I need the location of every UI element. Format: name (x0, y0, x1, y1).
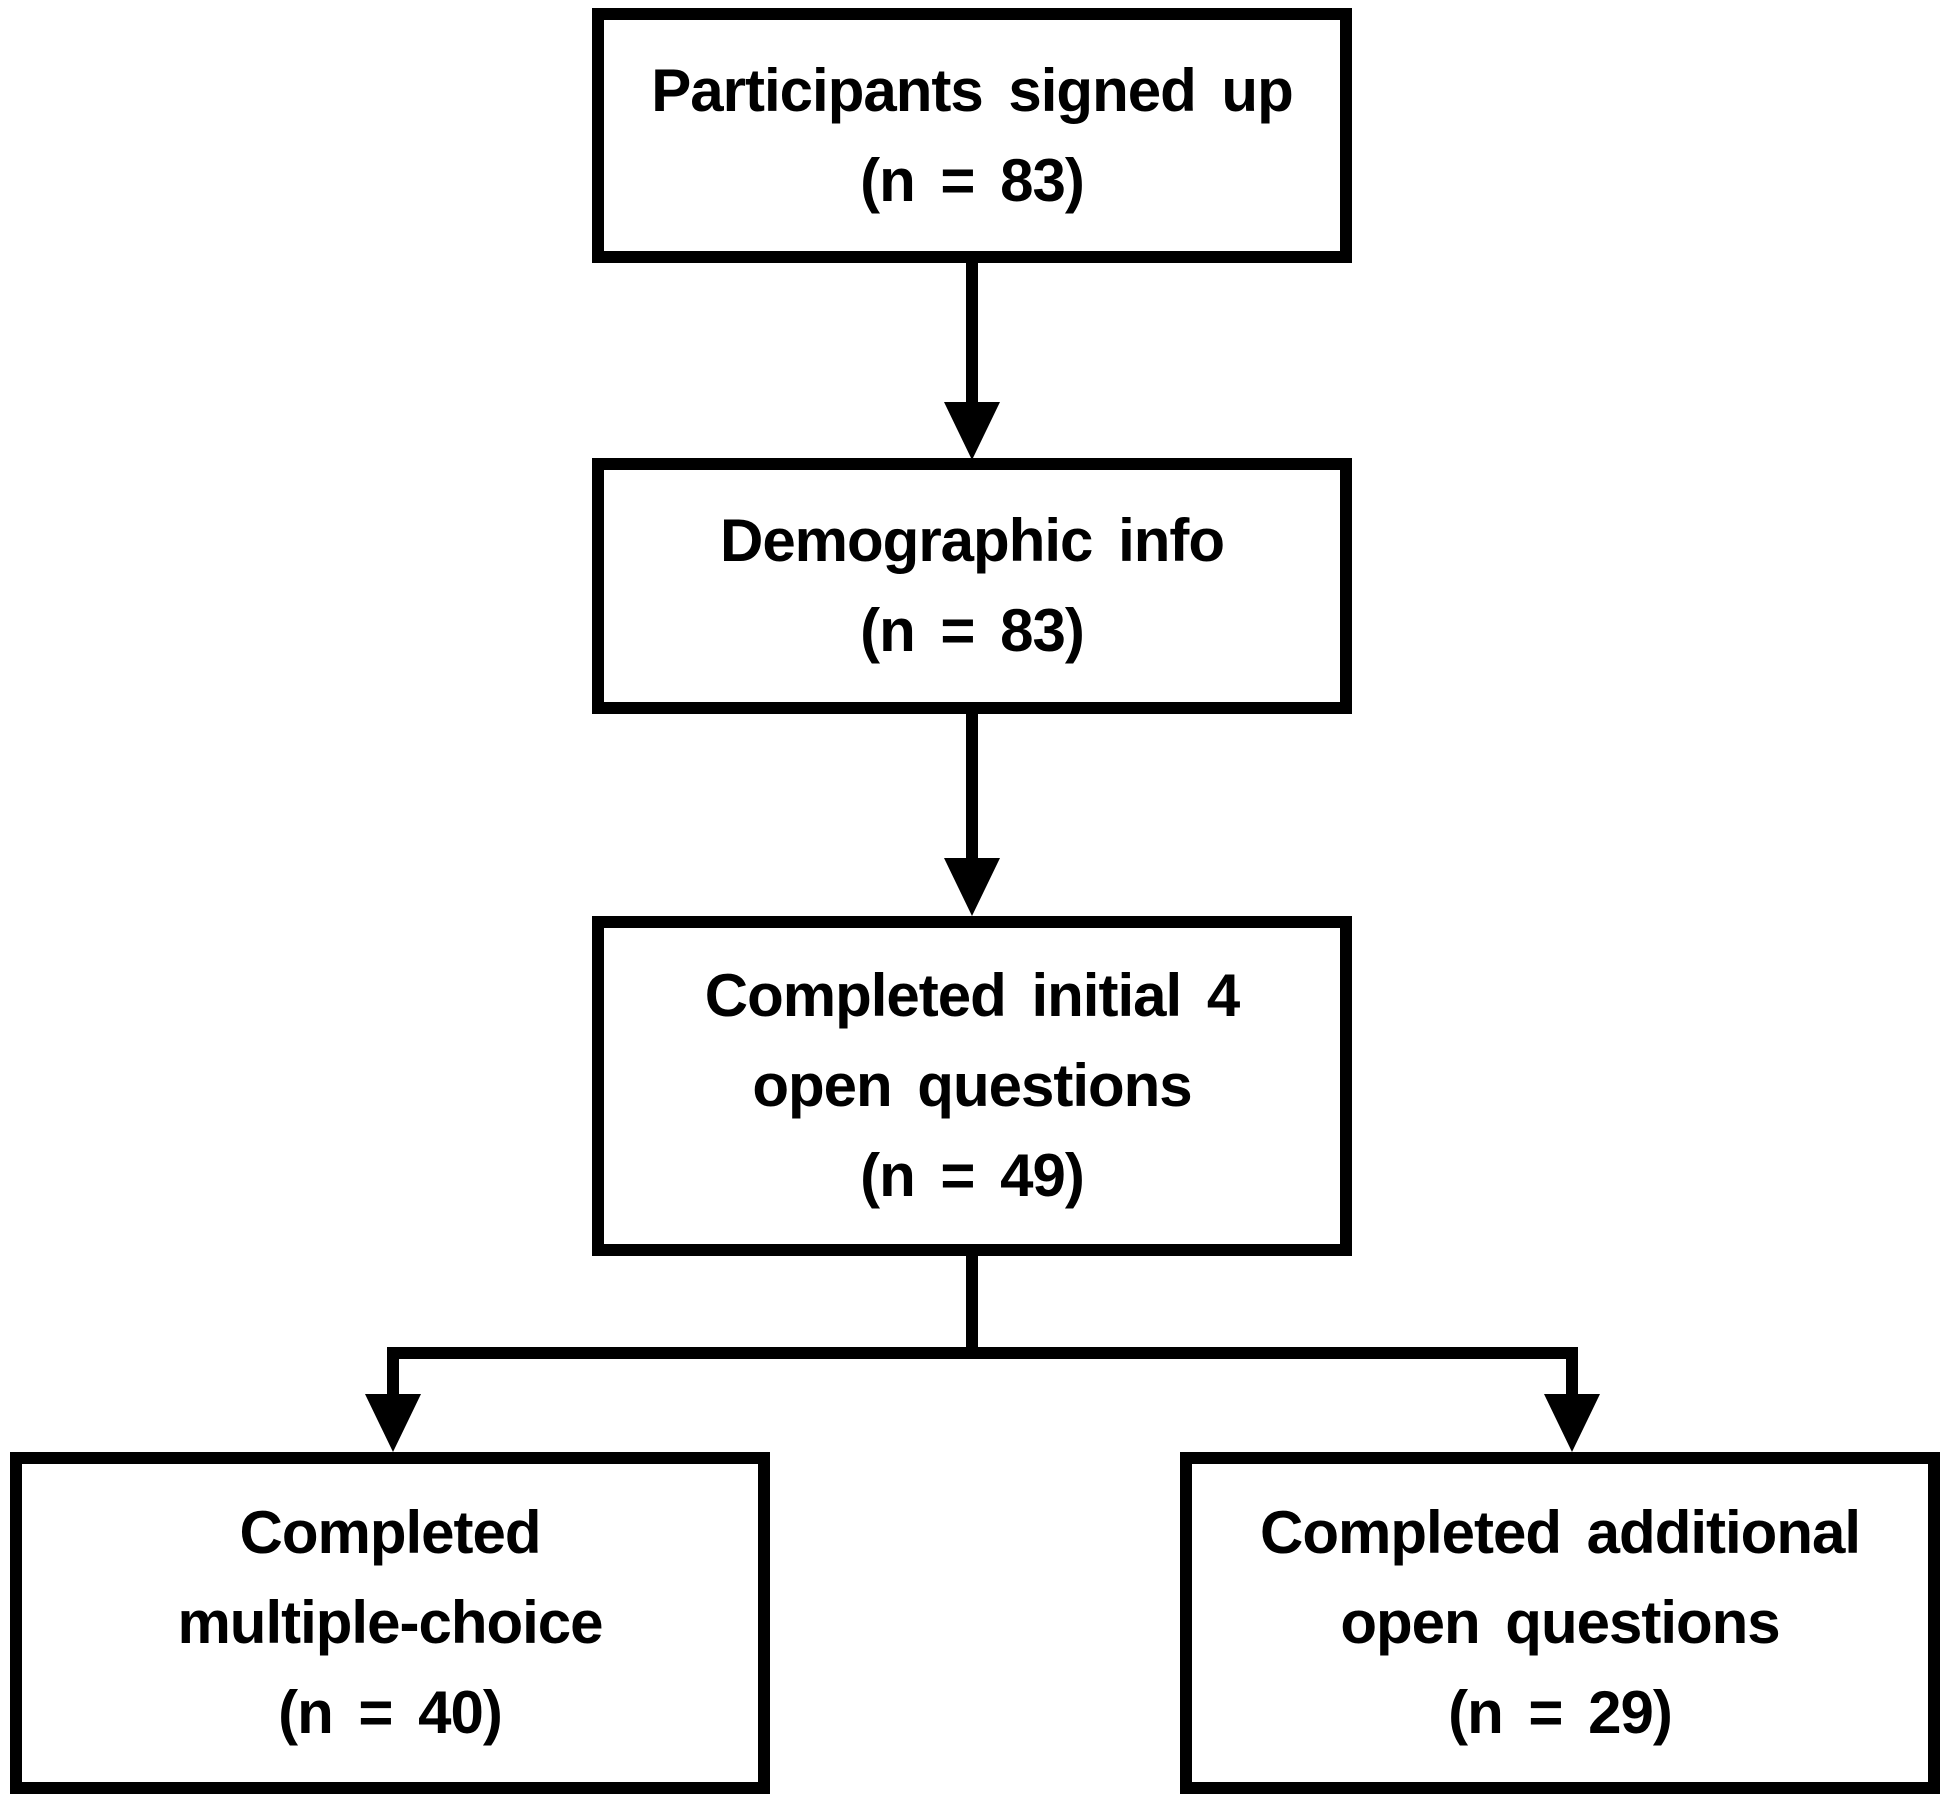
node-demographic-info: Demographic info (n = 83) (592, 458, 1352, 714)
node-text-line: open questions (1340, 1589, 1780, 1656)
node-participants-signed-up: Participants signed up (n = 83) (592, 8, 1352, 263)
node-text-line: Completed additional (1259, 1499, 1861, 1566)
node-initial-open-questions: Completed initial 4 open questions (n = … (592, 916, 1352, 1256)
node-text-line: Participants signed up (651, 56, 1293, 124)
split-connector (387, 1250, 1578, 1359)
node-count-line: (n = 49) (860, 1142, 1085, 1209)
node-text-line: Completed initial 4 (704, 962, 1240, 1029)
node-multiple-choice: Completed multiple-choice (n = 40) (10, 1452, 770, 1794)
arrow-signed-up-to-demographic (944, 257, 1000, 460)
node-text-line: Completed (239, 1499, 541, 1566)
node-text-line: Demographic info (719, 507, 1225, 574)
arrow-split-to-multiple-choice (365, 1347, 421, 1452)
arrow-demographic-to-initial (944, 708, 1000, 916)
node-text-line: open questions (752, 1052, 1192, 1119)
node-count-line: (n = 29) (1448, 1679, 1673, 1746)
node-text-line: multiple-choice (177, 1589, 603, 1656)
arrow-split-to-additional (1544, 1347, 1600, 1452)
node-count-line: (n = 83) (860, 597, 1085, 664)
node-count-line: (n = 83) (860, 146, 1085, 214)
node-additional-open-questions: Completed additional open questions (n =… (1180, 1452, 1940, 1794)
node-count-line: (n = 40) (278, 1679, 503, 1746)
